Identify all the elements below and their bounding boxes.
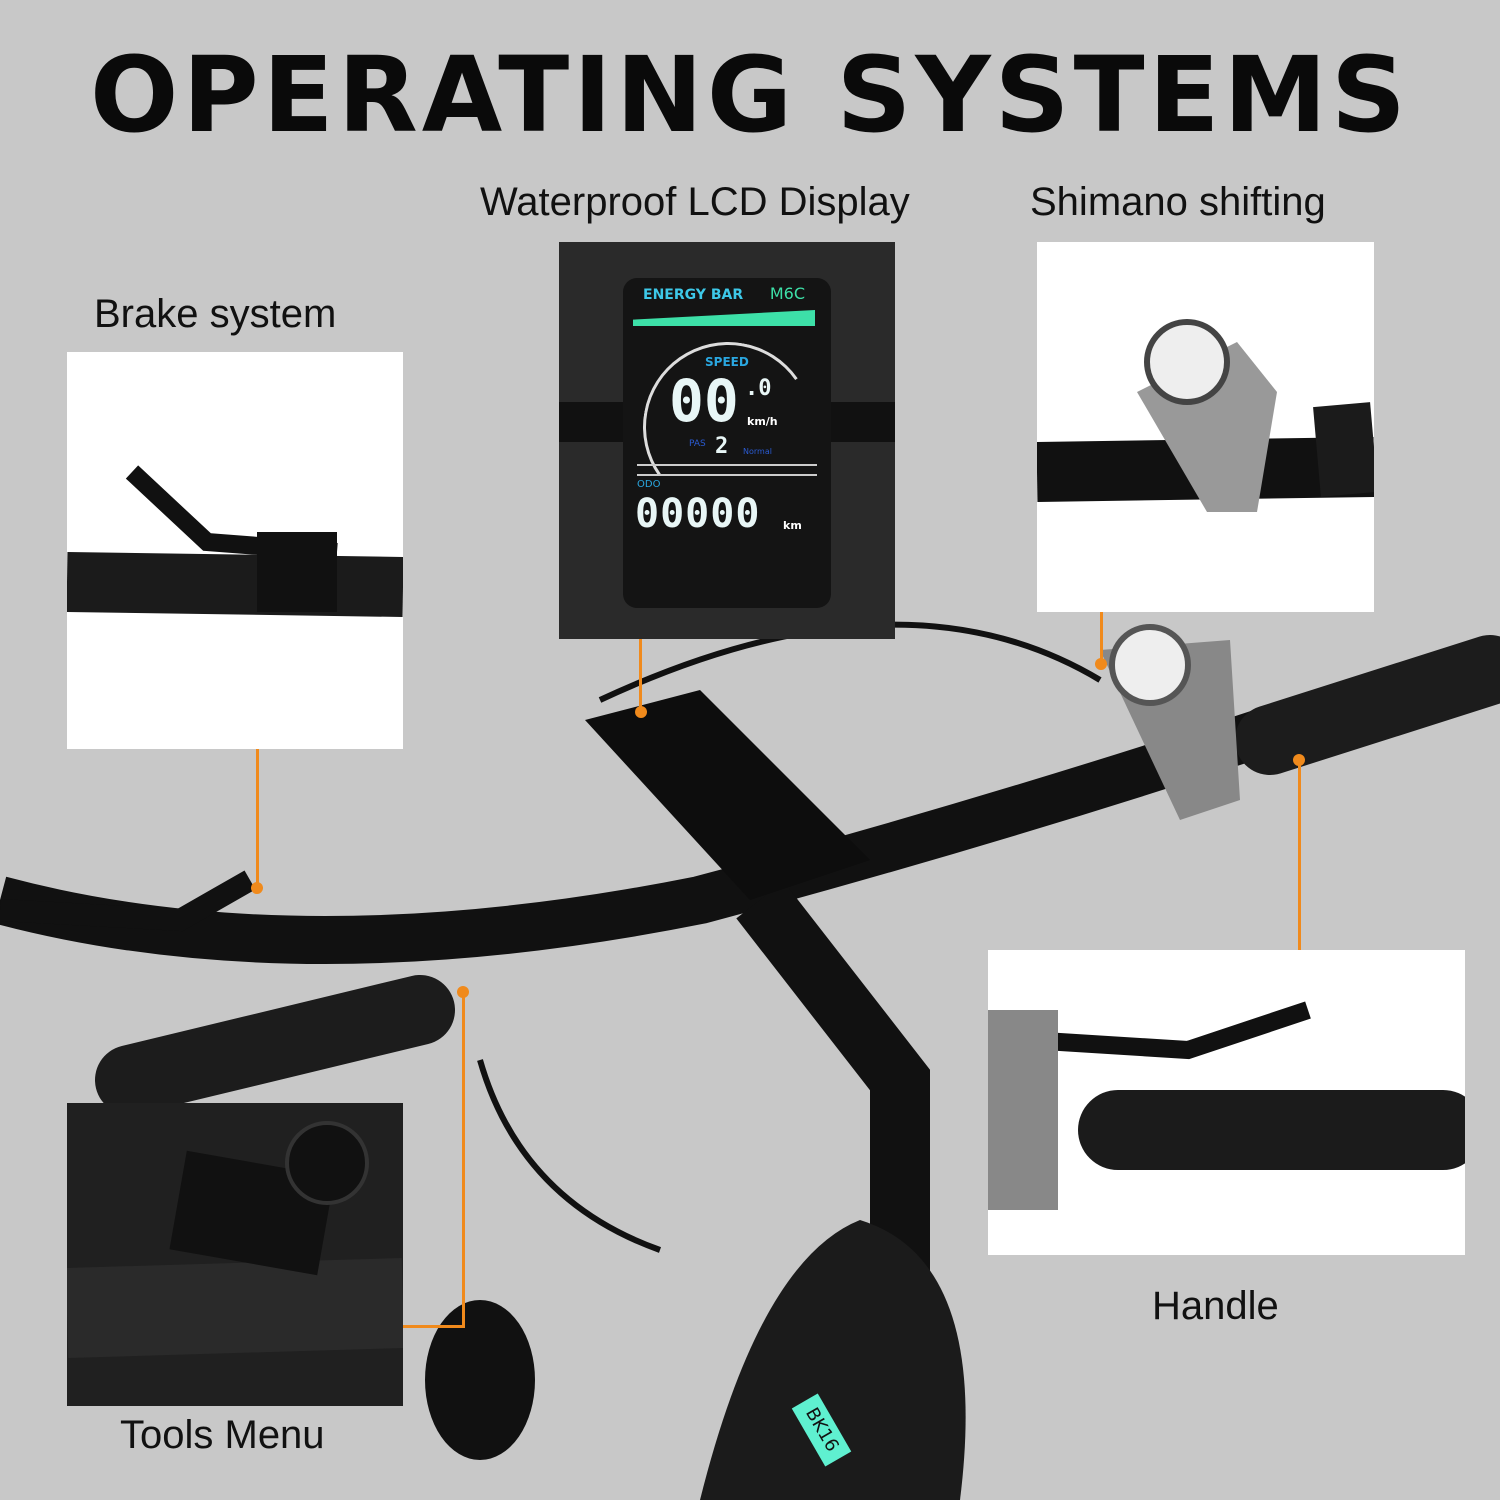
pas-label: PAS xyxy=(689,439,706,449)
cables xyxy=(477,1059,662,1253)
headlight xyxy=(425,1300,535,1460)
odo-unit: km xyxy=(783,519,802,532)
lcd-display-unit xyxy=(585,690,870,900)
speed-unit: km/h xyxy=(747,415,778,428)
left-brake-lever xyxy=(0,870,256,932)
callout-dot-handle xyxy=(1293,754,1305,766)
label-handle: Handle xyxy=(1152,1284,1279,1328)
frame-tube xyxy=(700,1220,966,1500)
handle-photo xyxy=(988,950,1465,1255)
energy-bar-label: ENERGY BAR xyxy=(643,287,744,303)
brake-system-photo xyxy=(67,352,403,749)
page-title: OPERATING SYSTEMS xyxy=(90,34,1410,156)
callout-dot-brake xyxy=(251,882,263,894)
energy-bar xyxy=(633,310,815,326)
left-grip xyxy=(95,975,455,1115)
tools-menu-photo xyxy=(67,1103,403,1406)
lcd-divider xyxy=(637,464,817,466)
speed-label: SPEED xyxy=(705,355,749,369)
shimano-shifting-photo xyxy=(1037,242,1374,612)
lcd-divider xyxy=(637,474,817,476)
odo-value: 00000 xyxy=(635,491,761,537)
mode-label: Normal xyxy=(743,447,772,456)
callout-dot-shifting xyxy=(1095,658,1107,670)
callout-line-handle xyxy=(1298,760,1301,950)
speed-value: 00 xyxy=(669,367,739,435)
label-shimano-shifting: Shimano shifting xyxy=(1030,180,1326,224)
right-grip xyxy=(1235,635,1500,775)
callout-line-lcd xyxy=(639,639,642,711)
label-brake-system: Brake system xyxy=(94,292,337,336)
pas-value: 2 xyxy=(715,434,729,459)
speed-decimal: .0 xyxy=(745,376,772,401)
label-lcd-display: Waterproof LCD Display xyxy=(480,180,910,224)
callout-line-tools-horizontal xyxy=(403,1325,465,1328)
lcd-model: M6C xyxy=(769,284,805,303)
stem xyxy=(736,881,930,1300)
handlebar xyxy=(0,697,1308,964)
callout-line-brake xyxy=(256,749,259,887)
shifter-gear-indicator xyxy=(1109,624,1191,706)
label-tools-menu: Tools Menu xyxy=(120,1413,325,1457)
callout-dot-lcd xyxy=(635,706,647,718)
callout-line-shifting xyxy=(1100,612,1103,664)
odo-label: ODO xyxy=(637,479,661,490)
callout-line-tools xyxy=(462,992,465,1328)
lcd-screen: M6C ENERGY BAR SPEED 00 .0 km/h PAS 2 No… xyxy=(623,278,831,608)
callout-dot-tools xyxy=(457,986,469,998)
